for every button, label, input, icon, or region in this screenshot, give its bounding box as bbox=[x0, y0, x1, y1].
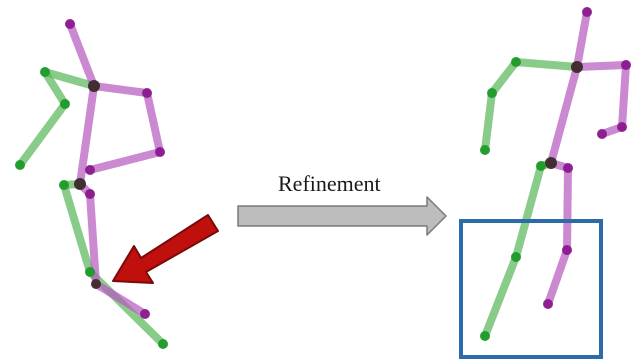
left-skel-joint-r-knee bbox=[91, 279, 101, 289]
right-skel-joint-r-ankle bbox=[543, 299, 553, 309]
right-skel-green-forearm bbox=[481, 89, 496, 154]
red-arrow-shape bbox=[112, 214, 219, 284]
right-skel-joint-r-shoulder bbox=[621, 60, 631, 70]
left-skeleton bbox=[15, 19, 168, 349]
right-skel-purple-head bbox=[573, 8, 591, 71]
left-skel-purple-thigh bbox=[86, 190, 100, 288]
left-skel-joint-pelvis bbox=[74, 178, 86, 190]
left-skel-joint-l-hip bbox=[59, 180, 69, 190]
right-skel-joint-l-ankle bbox=[480, 331, 490, 341]
left-skel-purple-head bbox=[66, 20, 98, 90]
left-skel-joint-r-elbow bbox=[155, 147, 165, 157]
right-skel-joint-l-shoulder bbox=[511, 57, 521, 67]
left-skel-joint-neck bbox=[88, 80, 100, 92]
left-skel-purple-shoulder bbox=[90, 82, 151, 97]
left-skel-green-upper-arm bbox=[41, 68, 69, 108]
left-skel-purple-forearm bbox=[86, 148, 164, 174]
right-skel-purple-spine bbox=[547, 63, 581, 167]
left-skel-green-neck-shoulder bbox=[41, 68, 98, 90]
left-skel-joint-l-elbow bbox=[60, 99, 70, 109]
blue-box-outline bbox=[459, 219, 603, 359]
right-skel-joint-l-wrist bbox=[480, 145, 490, 155]
right-skel-joint-r-elbow bbox=[617, 122, 627, 132]
gray-arrow-icon bbox=[237, 196, 447, 236]
right-skel-purple-shin bbox=[544, 246, 571, 308]
right-skel-joint-head bbox=[582, 7, 592, 17]
right-skel-joint-r-knee bbox=[562, 245, 572, 255]
right-skeleton bbox=[480, 7, 631, 341]
right-skel-green-upper-arm bbox=[488, 58, 520, 97]
right-skel-joint-pelvis bbox=[545, 157, 557, 169]
right-skel-joint-l-hip bbox=[536, 161, 546, 171]
right-skel-joint-l-elbow bbox=[487, 88, 497, 98]
gray-arrow-shape bbox=[237, 196, 447, 236]
left-skel-green-forearm bbox=[16, 100, 69, 169]
right-skel-green-shin bbox=[481, 253, 520, 340]
right-skel-purple-shoulder bbox=[573, 61, 630, 71]
left-skel-joint-l-knee bbox=[85, 267, 95, 277]
right-skel-joint-r-wrist bbox=[597, 129, 607, 139]
left-skel-joint-l-wrist bbox=[15, 160, 25, 170]
right-skel-green-shoulder bbox=[512, 58, 581, 71]
left-skel-purple-shin bbox=[92, 280, 149, 318]
left-skel-purple-spine bbox=[76, 82, 98, 188]
right-skel-joint-neck bbox=[571, 61, 583, 73]
refinement-label: Refinement bbox=[278, 171, 381, 196]
left-skel-joint-l-shoulder bbox=[40, 67, 50, 77]
right-skel-purple-upper-arm bbox=[618, 61, 630, 131]
right-skel-purple-thigh bbox=[563, 164, 572, 254]
left-skel-joint-r-shoulder bbox=[142, 88, 152, 98]
left-skel-joint-l-ankle bbox=[158, 339, 168, 349]
right-skel-green-thigh bbox=[512, 162, 545, 261]
left-skel-joint-head bbox=[65, 19, 75, 29]
left-skel-joint-r-wrist bbox=[85, 165, 95, 175]
left-skel-green-thigh bbox=[60, 181, 94, 276]
right-skel-joint-l-knee bbox=[511, 252, 521, 262]
left-skel-joint-r-ankle bbox=[140, 309, 150, 319]
left-skel-purple-upper-arm bbox=[143, 89, 164, 156]
left-skel-joint-r-hip bbox=[85, 189, 95, 199]
red-arrow-icon bbox=[112, 214, 219, 284]
right-skel-joint-r-hip bbox=[563, 163, 573, 173]
